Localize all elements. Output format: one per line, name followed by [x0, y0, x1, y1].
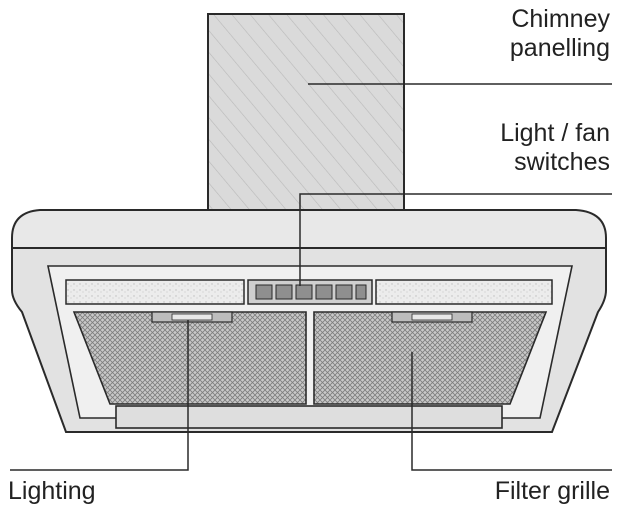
chimney-label-line2: panelling	[509, 34, 610, 62]
filter-grilles	[72, 311, 548, 405]
switches-label-line2: switches	[514, 148, 610, 176]
lighting-label: Lighting	[8, 477, 96, 505]
switch-panel	[247, 279, 373, 305]
filter-grille-label: Filter grille	[494, 477, 610, 505]
light-fan-switches-label: Light / fan switches	[410, 119, 610, 177]
switches-label-line1: Light / fan	[500, 119, 610, 147]
leader-switches	[299, 193, 612, 286]
leader-filter	[411, 352, 612, 471]
upper-light-panels	[65, 279, 553, 305]
leader-lines	[10, 83, 612, 471]
chimney-label-line1: Chimney	[511, 5, 610, 33]
chimney-panelling-label: Chimney panelling	[410, 5, 610, 63]
leader-lighting	[10, 320, 189, 471]
chimney-panelling	[207, 13, 405, 215]
